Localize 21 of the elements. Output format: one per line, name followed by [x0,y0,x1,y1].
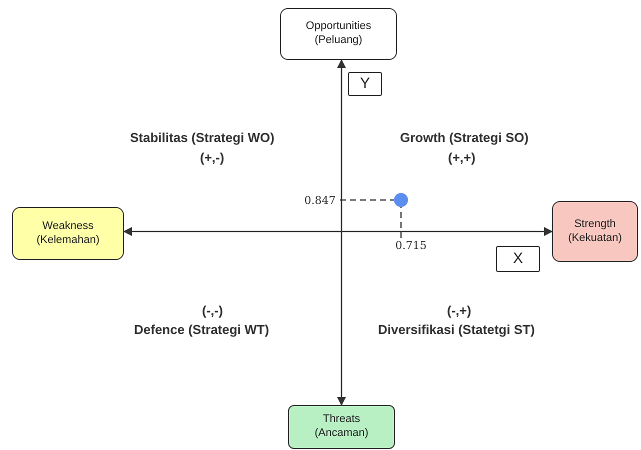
quadrant-sign: (-,+) [447,303,472,318]
axis-arrow [123,226,553,236]
quadrant-sign: (-,-) [202,303,223,318]
leader-line [340,199,394,201]
quadrant-sign: (+,-) [200,150,224,165]
threats-box: Threats (Ancaman) [288,405,395,449]
axis-label-box: Y [348,72,382,96]
quadrant-sign: (+,+) [448,150,476,165]
leader-line [400,207,402,238]
value-label: 0.847 [300,193,340,208]
quadrant-title: Growth (Strategi SO) [400,130,529,145]
quadrant-title: Stabilitas (Strategi WO) [130,130,274,145]
quadrant-title: Defence (Strategi WT) [134,322,270,337]
data-point [394,193,408,207]
quadrant-title: Diversifikasi (Statetgi ST) [378,322,535,337]
strength-box: Strength (Kekuatan) [552,201,638,262]
value-label: 0.715 [393,238,429,253]
weakness-box: Weakness (Kelemahan) [12,207,124,260]
axis-arrow [336,59,346,406]
axis-label-box: X [496,246,540,272]
opportunities-box: Opportunities (Peluang) [280,8,397,60]
